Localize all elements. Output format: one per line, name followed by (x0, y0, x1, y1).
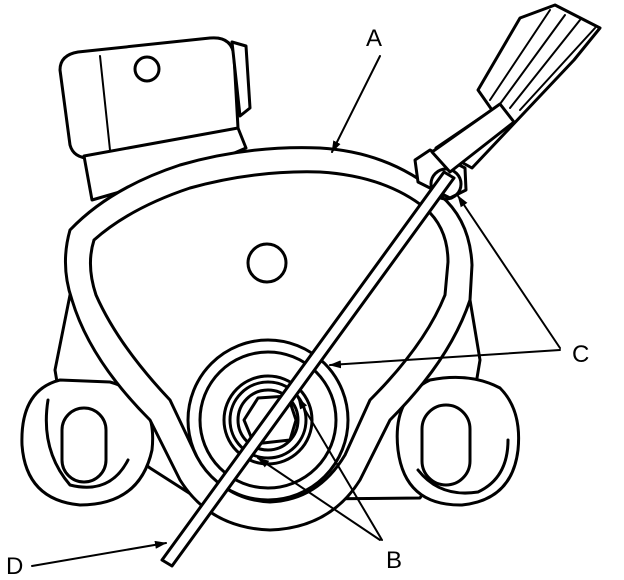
wire-bundle (430, 3, 602, 174)
leader-b-left (257, 457, 381, 541)
connector (58, 36, 252, 202)
leader-c-upper (457, 195, 561, 349)
label-b: B (386, 547, 402, 574)
label-a: A (366, 25, 382, 52)
right-mounting-ear (395, 375, 521, 507)
label-d: D (6, 553, 23, 580)
leader-lines (31, 55, 561, 567)
probe-rod (160, 170, 456, 568)
leader-a (331, 55, 381, 153)
label-c: C (572, 341, 589, 368)
leader-b-right (297, 397, 383, 541)
leader-c-lower (329, 349, 561, 369)
leader-d (31, 540, 167, 567)
